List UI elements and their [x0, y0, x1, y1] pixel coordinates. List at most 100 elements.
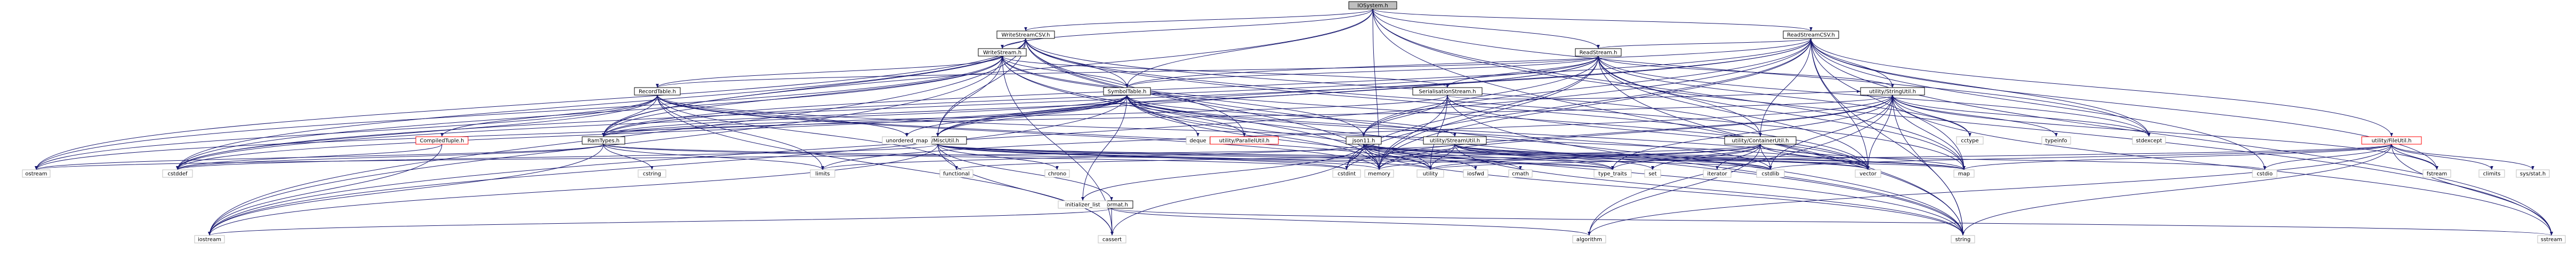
- edge-utilitystringutil-to-cstdlib: [1769, 95, 1893, 170]
- node-box-unordered_map: [882, 136, 932, 145]
- node-label-cstring: cstring: [643, 171, 661, 177]
- node-cmath: cmath: [1508, 169, 1533, 178]
- edge-readstreamcsv-to-utilitystringutil: [1810, 38, 1894, 88]
- edge-utilitystringutil-to-typeinfo: [1892, 95, 2058, 137]
- edge-symboltable-to-initializer_list: [1081, 95, 1128, 201]
- edge-writestream-to-utilitymiscutil: [936, 56, 1003, 137]
- node-box-cctype: [1956, 136, 1984, 145]
- node-label-readstream: ReadStream.h: [1580, 50, 1617, 56]
- node-box-cmath: [1508, 169, 1533, 178]
- node-label-cstdio: cstdio: [2257, 171, 2273, 177]
- node-iostream: iostream: [194, 235, 225, 244]
- edge-readstreamcsv-to-vector: [1810, 38, 1870, 170]
- node-box-sysstat: [2516, 169, 2550, 178]
- node-label-cstddef: cstddef: [168, 171, 188, 177]
- node-label-limits: limits: [815, 171, 830, 177]
- edge-writestream-to-symboltable: [1002, 56, 1129, 88]
- edge-readstreamcsv-to-json11: [1362, 38, 1812, 137]
- edge-utilitystringutil-to-map: [1892, 95, 1966, 170]
- edge-utilityfileutil-to-algorithm: [1588, 144, 2392, 236]
- edge-iosystem-to-sstream: [1372, 9, 2553, 236]
- node-label-string: string: [1955, 237, 1971, 243]
- edge-recordtable-to-cstddef: [176, 95, 658, 170]
- edge-readstreamcsv-to-sstream: [1810, 38, 2553, 236]
- edge-serialisationstream-to-utilitystringutil: [1447, 90, 1861, 99]
- edge-utilitystringutil-to-vector: [1866, 95, 1893, 170]
- edge-utilitystringutil-to-cstdint: [1345, 95, 1893, 170]
- node-box-cstdlib: [1756, 169, 1785, 178]
- node-box-writestreamcsv: [996, 30, 1055, 39]
- edge-utilitystringutil-to-limits: [821, 95, 1893, 170]
- node-readstreamcsv[interactable]: ReadStreamCSV.h: [1783, 30, 1839, 39]
- node-initializer_list: initializer_list: [1058, 200, 1108, 209]
- node-utilitystringutil[interactable]: utility/StringUtil.h: [1860, 87, 1925, 96]
- node-box-stdexcept: [2132, 136, 2166, 145]
- edge-compiledtuple-to-iostream: [208, 144, 442, 236]
- node-box-typeinfo: [2041, 136, 2071, 145]
- edge-utilityfileutil-to-map: [1962, 144, 2392, 170]
- node-box-cstring: [638, 169, 666, 178]
- edge-utilitystringutil-to-string: [1892, 95, 1965, 236]
- node-iterator: iterator: [1703, 169, 1732, 178]
- node-memory: memory: [1364, 169, 1394, 178]
- edge-serialisationstream-to-string: [1447, 95, 1965, 236]
- edge-utilitystreamutil-to-memory: [1378, 144, 1455, 170]
- node-ramtypes[interactable]: RamTypes.h: [582, 136, 625, 145]
- edge-utilitymiscutil-to-cstdint: [937, 144, 1348, 170]
- node-utilityparallelutil: utility/ParallelUtil.h: [1210, 136, 1279, 145]
- edge-recordtable-to-ramtypes: [602, 95, 658, 137]
- edge-recordtable-to-ostream: [35, 95, 658, 170]
- edge-utilitystringutil-to-ramtypes: [602, 95, 1893, 137]
- edge-utilitymiscutil-to-chrono: [937, 144, 1059, 170]
- node-box-compiledtuple: [415, 136, 469, 145]
- node-box-iosfwd: [1463, 169, 1488, 178]
- node-box-set: [1644, 169, 1661, 178]
- edge-utilityfileutil-to-climits: [2391, 144, 2493, 170]
- node-utilitystreamutil[interactable]: utility/StreamUtil.h: [1423, 136, 1487, 145]
- node-box-serialisationstream: [1412, 87, 1483, 96]
- node-label-typeinfo: typeinfo: [2045, 138, 2067, 144]
- edge-readstreamcsv-to-utilityfileutil: [1810, 38, 2393, 137]
- node-writestreamcsv[interactable]: WriteStreamCSV.h: [996, 30, 1055, 39]
- node-box-iostream: [194, 235, 225, 244]
- edge-recordtable-to-vector: [657, 95, 1870, 170]
- node-box-cstdint: [1332, 169, 1361, 178]
- edge-utilitystreamutil-to-string: [1454, 144, 1965, 236]
- edge-symboltable-to-vector: [1126, 95, 1870, 170]
- edge-readstreamcsv-to-string: [1810, 38, 1965, 236]
- edge-recordtable-to-functional: [657, 95, 958, 170]
- node-box-readstreamcsv: [1783, 30, 1839, 39]
- node-writestream[interactable]: WriteStream.h: [978, 48, 1027, 57]
- node-serialisationstream[interactable]: SerialisationStream.h: [1412, 87, 1483, 96]
- edge-writestreamcsv-to-string: [1025, 38, 1965, 236]
- edge-readstream-to-stdexcept: [1598, 56, 2151, 137]
- edge-utilitystringutil-to-sstream: [1892, 95, 2553, 236]
- edge-writestream-to-json11: [1002, 56, 1365, 137]
- node-label-json11: json11.h: [1352, 138, 1375, 144]
- node-json11[interactable]: json11.h: [1346, 136, 1382, 145]
- node-label-algorithm: algorithm: [1576, 237, 1602, 243]
- node-box-climits: [2478, 169, 2505, 178]
- node-label-utilitystreamutil: utility/StreamUtil.h: [1430, 138, 1480, 144]
- node-label-utility: utility: [1423, 171, 1438, 177]
- node-readstream[interactable]: ReadStream.h: [1575, 48, 1622, 57]
- node-iosystem[interactable]: IOSystem.h: [1348, 1, 1397, 10]
- node-label-set: set: [1648, 171, 1656, 177]
- node-compiledtuple: CompiledTuple.h: [415, 136, 469, 145]
- edge-utilityfileutil-to-string: [1961, 144, 2392, 236]
- node-box-ramtypes: [582, 136, 625, 145]
- node-box-map: [1953, 169, 1975, 178]
- edge-serialisationstream-to-json11: [1362, 95, 1448, 137]
- node-box-utilitycontainerutil: [1724, 136, 1797, 145]
- node-chrono: chrono: [1044, 169, 1070, 178]
- edge-readstreamcsv-to-utilitycontainerutil: [1759, 38, 1812, 137]
- edge-writestream-to-ostream: [35, 56, 1003, 170]
- node-symboltable[interactable]: SymbolTable.h: [1103, 87, 1151, 96]
- node-label-writestreamcsv: WriteStreamCSV.h: [1002, 33, 1050, 38]
- edge-readstream-to-string: [1598, 56, 1965, 236]
- node-utility: utility: [1416, 169, 1444, 178]
- node-utilitycontainerutil[interactable]: utility/ContainerUtil.h: [1724, 136, 1797, 145]
- node-label-type_traits: type_traits: [1598, 171, 1627, 177]
- node-recordtable[interactable]: RecordTable.h: [634, 87, 681, 96]
- node-unordered_map: unordered_map: [882, 136, 932, 145]
